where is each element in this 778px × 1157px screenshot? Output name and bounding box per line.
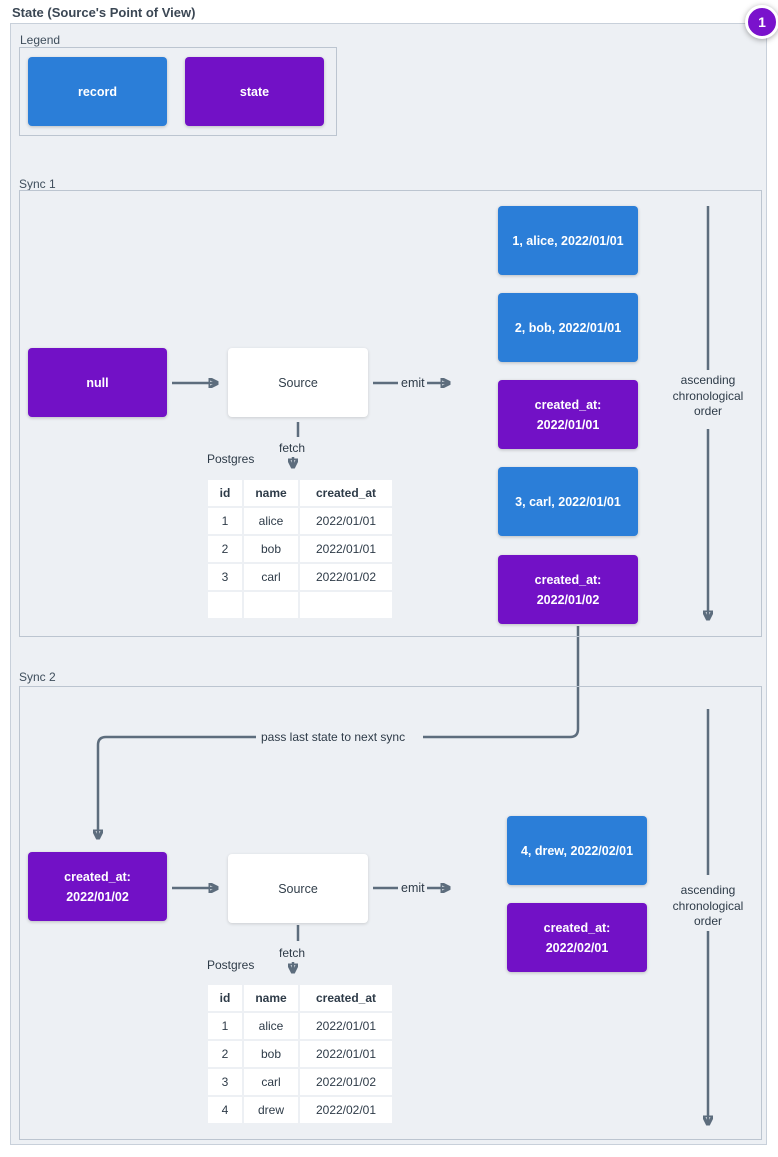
record-text: 1, alice, 2022/01/01 — [512, 233, 624, 248]
pass-state-label: pass last state to next sync — [261, 730, 406, 744]
table-row: 4 drew 2022/02/01 — [208, 1097, 392, 1123]
page-title: State (Source's Point of View) — [12, 5, 196, 20]
sync2-input-state-box: created_at: 2022/01/02 — [28, 852, 167, 921]
record-text: 2, bob, 2022/01/01 — [514, 320, 622, 335]
cell: 1 — [208, 1013, 242, 1039]
cell: alice — [244, 1013, 298, 1039]
emitted-state-box: created_at: 2022/02/01 — [507, 903, 647, 972]
legend-record-label: record — [78, 84, 117, 99]
cell: 2022/01/01 — [300, 536, 392, 562]
emitted-record-box: 2, bob, 2022/01/01 — [498, 293, 638, 362]
table-row: 2 bob 2022/01/01 — [208, 1041, 392, 1067]
emitted-record-box: 4, drew, 2022/02/01 — [507, 816, 647, 885]
col-header-created-at: created_at — [300, 985, 392, 1011]
col-header-id: id — [208, 480, 242, 506]
cell: 3 — [208, 1069, 242, 1095]
legend-state-label: state — [239, 84, 270, 99]
sync2-emit-label: emit — [401, 881, 425, 895]
cell: 2 — [208, 1041, 242, 1067]
sync2-fetch-label: fetch — [279, 946, 306, 960]
sync1-source-label: Source — [278, 375, 318, 390]
legend-label: Legend — [20, 33, 61, 47]
cell: bob — [244, 536, 298, 562]
table-row: 2 bob 2022/01/01 — [208, 536, 392, 562]
sync1-emit-label: emit — [401, 376, 425, 390]
table-header-row: id name created_at — [208, 480, 392, 506]
state-text-line1: created_at: — [534, 397, 602, 412]
table-row: 3 carl 2022/01/02 — [208, 1069, 392, 1095]
sync1-input-state-label: null — [86, 375, 109, 390]
sync1-box — [19, 190, 762, 637]
state-text-line2: 2022/01/02 — [536, 592, 600, 607]
sync1-fetch-label: fetch — [279, 441, 306, 455]
col-header-id: id — [208, 985, 242, 1011]
record-text: 4, drew, 2022/02/01 — [520, 843, 634, 858]
cell: carl — [244, 564, 298, 590]
table-row-empty — [208, 592, 392, 618]
sync1-postgres-table: id name created_at 1 alice 2022/01/01 2 … — [206, 478, 394, 620]
sync2-source-box: Source — [228, 854, 368, 923]
sync2-source-label: Source — [278, 881, 318, 896]
cell: 2022/01/02 — [300, 564, 392, 590]
sync2-label: Sync 2 — [19, 670, 56, 684]
cell — [300, 592, 392, 618]
legend-state-swatch: state — [185, 57, 324, 126]
state-text-line1: created_at: — [543, 920, 611, 935]
state-text-line2: 2022/01/01 — [536, 417, 600, 432]
cell: 2022/01/02 — [300, 1069, 392, 1095]
col-header-created-at: created_at — [300, 480, 392, 506]
cell — [244, 592, 298, 618]
table-row: 3 carl 2022/01/02 — [208, 564, 392, 590]
table-row: 1 alice 2022/01/01 — [208, 508, 392, 534]
cell: drew — [244, 1097, 298, 1123]
legend-record-swatch: record — [28, 57, 167, 126]
cell: carl — [244, 1069, 298, 1095]
record-text: 3, carl, 2022/01/01 — [515, 494, 621, 509]
cell: 2022/01/01 — [300, 1041, 392, 1067]
cell: alice — [244, 508, 298, 534]
annotation-badge: 1 — [745, 5, 778, 39]
emitted-record-box: 1, alice, 2022/01/01 — [498, 206, 638, 275]
sync2-postgres-label: Postgres — [207, 958, 255, 972]
cell: bob — [244, 1041, 298, 1067]
sync1-postgres-label: Postgres — [207, 452, 255, 466]
state-text-line2: 2022/01/02 — [66, 889, 129, 904]
sync1-source-box: Source — [228, 348, 368, 417]
sync2-postgres-table: id name created_at 1 alice 2022/01/01 2 … — [206, 983, 394, 1125]
table-row: 1 alice 2022/01/01 — [208, 1013, 392, 1039]
emitted-state-box: created_at: 2022/01/01 — [498, 380, 638, 449]
state-text-line1: created_at: — [64, 869, 131, 884]
col-header-name: name — [244, 480, 298, 506]
cell: 2 — [208, 536, 242, 562]
cell: 2022/01/01 — [300, 508, 392, 534]
emitted-record-box: 3, carl, 2022/01/01 — [498, 467, 638, 536]
legend-box — [19, 47, 337, 136]
cell: 2022/01/01 — [300, 1013, 392, 1039]
cell: 1 — [208, 508, 242, 534]
emitted-state-box: created_at: 2022/01/02 — [498, 555, 638, 624]
sync1-label: Sync 1 — [19, 177, 56, 191]
state-text-line2: 2022/02/01 — [545, 940, 609, 955]
cell: 2022/02/01 — [300, 1097, 392, 1123]
table-header-row: id name created_at — [208, 985, 392, 1011]
cell: 4 — [208, 1097, 242, 1123]
sync2-order-note: ascending chronological order — [672, 883, 744, 928]
cell: 3 — [208, 564, 242, 590]
sync2-box — [19, 686, 762, 1140]
sync1-input-state-box: null — [28, 348, 167, 417]
cell — [208, 592, 242, 618]
col-header-name: name — [244, 985, 298, 1011]
sync1-order-note: ascending chronological order — [672, 373, 744, 418]
state-text-line1: created_at: — [534, 572, 602, 587]
